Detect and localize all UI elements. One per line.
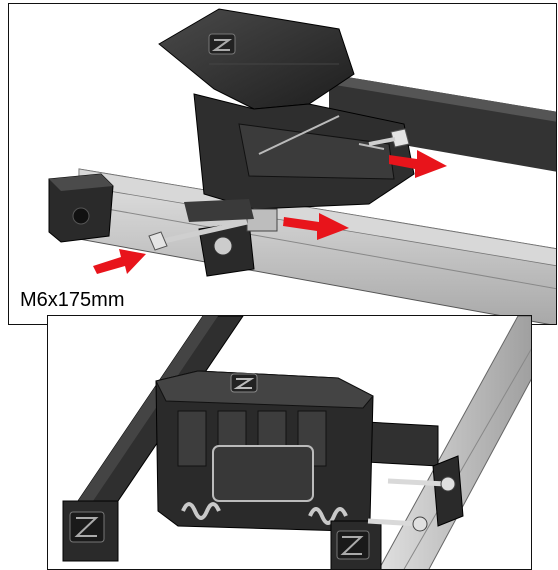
logo-emblem-icon bbox=[208, 33, 236, 55]
logo-emblem-icon bbox=[230, 373, 258, 393]
exploded-view-panel bbox=[8, 3, 557, 325]
right-spring bbox=[308, 507, 348, 525]
left-spring bbox=[181, 502, 221, 520]
side-bracket bbox=[367, 455, 464, 532]
right-end-cap bbox=[330, 520, 382, 569]
red-arrow-icon bbox=[93, 150, 447, 274]
left-end-cap bbox=[62, 500, 119, 562]
exploded-view-illustration bbox=[48, 8, 556, 324]
upper-frame-tube bbox=[329, 74, 556, 172]
right-grey-rail bbox=[378, 316, 531, 569]
bumper-housing-front bbox=[155, 370, 374, 532]
rail-end-cap bbox=[48, 173, 114, 243]
assembled-view-panel bbox=[47, 315, 532, 570]
rear-bolt bbox=[368, 128, 410, 148]
long-bolt bbox=[148, 219, 248, 251]
bumper-housing bbox=[158, 8, 415, 210]
assembled-view-illustration bbox=[62, 316, 531, 569]
mounting-bracket bbox=[184, 199, 278, 277]
bolt-size-label: M6x175mm bbox=[20, 289, 125, 311]
